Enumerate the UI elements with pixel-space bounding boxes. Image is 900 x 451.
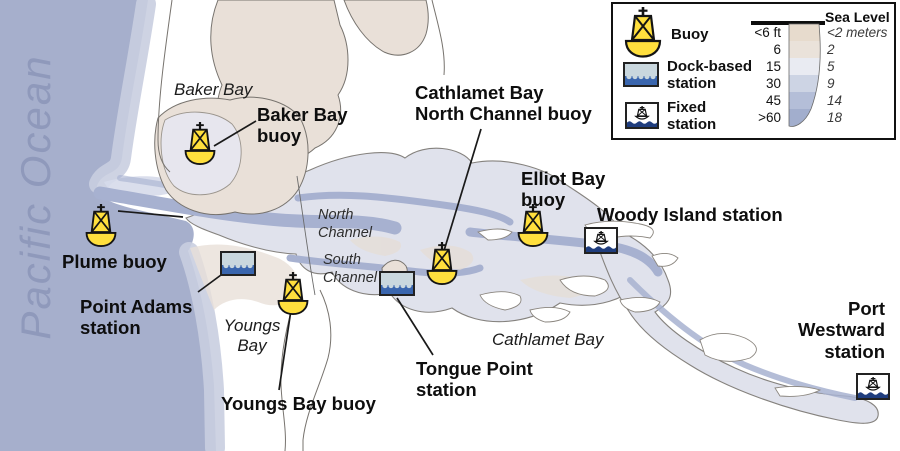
pacific-ocean-label: Pacific Ocean xyxy=(12,54,59,340)
point-adams-station-label: Point Adams station xyxy=(80,296,193,339)
legend-fixed-station-icon xyxy=(625,102,659,129)
point-adams-station-marker xyxy=(220,251,256,276)
sea-level-line xyxy=(751,21,825,25)
tongue-point-station-label: Tongue Point station xyxy=(416,358,533,401)
legend-buoy-icon xyxy=(624,7,662,58)
legend-buoy-label: Buoy xyxy=(671,26,709,43)
coastal-shallows xyxy=(89,0,156,194)
tongue-point-station-marker xyxy=(379,271,415,296)
plume-buoy-label: Plume buoy xyxy=(62,251,167,272)
legend-fixed-station-label: Fixed station xyxy=(667,99,717,134)
sea-level-title: Sea Level xyxy=(825,9,890,25)
legend: Buoy Dock-based station Fixed station Se… xyxy=(611,2,896,140)
leader-lines xyxy=(117,120,482,391)
south-channel-label: South Channel xyxy=(323,252,378,287)
port-westward-station-marker xyxy=(856,373,890,400)
cathlamet-bay-place-label: Cathlamet Bay xyxy=(492,330,604,349)
baker-bay-buoy-label: Baker Bay buoy xyxy=(257,104,348,147)
coastal-shallows-south xyxy=(179,242,225,451)
depth-scale xyxy=(788,23,821,127)
woody-island-station-marker xyxy=(584,227,618,254)
legend-dock-station-label: Dock-based station xyxy=(667,58,753,93)
youngs-bay-place-label: Youngs Bay xyxy=(223,316,281,355)
port-westward-station-label: Port Westward station xyxy=(797,298,885,362)
baker-bay-place-label: Baker Bay xyxy=(174,80,253,99)
cathlamet-bay-north-channel-buoy-label: Cathlamet Bay North Channel buoy xyxy=(415,82,592,125)
legend-dock-station-icon xyxy=(623,62,659,87)
north-channel-label: North Channel xyxy=(318,207,373,242)
elliot-bay-buoy-label: Elliot Bay buoy xyxy=(521,168,606,211)
youngs-bay-buoy-label: Youngs Bay buoy xyxy=(221,393,376,414)
woody-island-station-label: Woody Island station xyxy=(597,204,783,225)
